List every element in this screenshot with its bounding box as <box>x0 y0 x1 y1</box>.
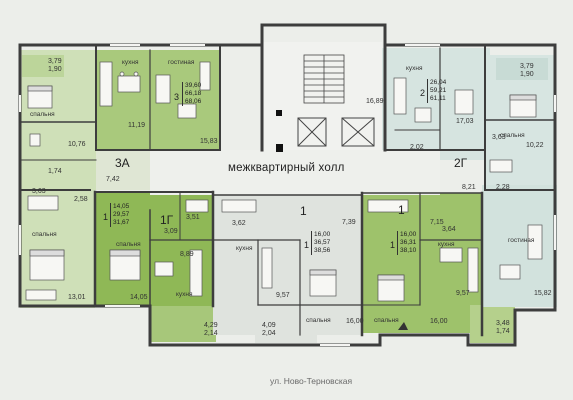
area-g1-balc-1: 3,48 <box>496 320 510 327</box>
area-a3a-hall: 7,42 <box>106 176 120 183</box>
room-kitchen-2g: кухня <box>406 65 423 72</box>
area-a2g-corr: 2,28 <box>496 184 510 191</box>
area-g1-hall: 7,15 <box>430 219 444 226</box>
room-living-2g: гостиная <box>508 237 535 244</box>
staircase <box>303 54 345 104</box>
room-bedroom-1g: спальня <box>116 241 141 248</box>
area-a2g-kitchen: 17,03 <box>456 118 474 125</box>
area-a3a-wc: 1,74 <box>48 168 62 175</box>
shaft-markers <box>276 110 283 152</box>
area-a2g-wc: 2,02 <box>410 144 424 151</box>
street-label: ул. Ново-Терновская <box>270 376 353 386</box>
apartment-1-green[interactable] <box>362 193 482 333</box>
hall-area <box>150 150 440 195</box>
area-a3a-corr: 2,58 <box>74 196 88 203</box>
area-a1g-bed: 14,05 <box>130 294 148 301</box>
furniture <box>25 61 543 302</box>
area-a2g-hall: 8,21 <box>462 184 476 191</box>
area-a1g-balc-2: 2,14 <box>204 330 218 337</box>
room-bedroom-3a-top: спальня <box>30 111 55 118</box>
area-g1-bed: 16,00 <box>430 318 448 325</box>
area-c1-bed: 16,00 <box>346 318 364 325</box>
entrance-arrows <box>398 322 408 330</box>
area-a2g-living: 15,82 <box>534 290 552 297</box>
area-a3a-balc-top-2: 1,90 <box>48 66 62 73</box>
area-a2g-balc-top-2: 1,90 <box>520 71 534 78</box>
area-g1-bath: 3,64 <box>442 226 456 233</box>
apt-2g-label: 2Г <box>454 156 468 170</box>
room-kitchen-1g: кухня <box>176 291 193 298</box>
room-kitchen-green: кухня <box>438 241 455 248</box>
apt-1g-label: 1Г <box>160 213 174 227</box>
windows <box>19 44 556 346</box>
area-stair-hall: 16,89 <box>366 98 384 105</box>
area-a1g-kitchen: 8,89 <box>180 251 194 258</box>
apt-3a-no: 3 <box>174 92 180 102</box>
area-a1g-balc-1: 4,29 <box>204 322 218 329</box>
room-bedroom-center: спальня <box>306 317 331 324</box>
balcony-center <box>255 305 317 343</box>
area-a3a-kitchen: 11,19 <box>128 122 145 129</box>
room-bedroom-3a-bottom: спальня <box>32 231 57 238</box>
hall-label: межквартирный холл <box>228 162 345 174</box>
apt-1g-no: 1 <box>103 212 109 222</box>
area-c1-balc-2: 2,04 <box>262 330 276 337</box>
room-bedroom-green: спальня <box>374 317 399 324</box>
area-c1-bath: 3,62 <box>232 220 246 227</box>
area-a3a-living: 15,83 <box>200 138 218 145</box>
area-a2g-bed: 10,22 <box>526 142 544 149</box>
balcony-1-green <box>470 305 515 343</box>
apt-3a-label: 3А <box>115 156 130 170</box>
area-a2g-balc-top-1: 3,79 <box>520 63 534 70</box>
room-bedroom-2g: спальня <box>500 132 525 139</box>
area-g1-kitchen: 9,57 <box>456 290 470 297</box>
area-c1-kitchen: 9,57 <box>276 292 290 299</box>
stair-core <box>262 42 382 150</box>
area-a3a-bath: 3,63 <box>32 188 46 195</box>
area-c1-hall: 7,39 <box>342 219 356 226</box>
apt-2g-no: 2 <box>420 88 426 98</box>
balcony-1g <box>150 306 216 342</box>
area-a3a-balc-top-1: 3,79 <box>48 58 62 65</box>
apt-1-center-label: 1 <box>300 204 307 218</box>
walls <box>18 23 557 347</box>
apt-1-center-no: 1 <box>304 240 310 250</box>
apt-1-green-no: 1 <box>390 240 396 250</box>
area-a3a-bed-top: 10,76 <box>68 141 86 148</box>
room-kitchen-3a: кухня <box>122 59 139 66</box>
apt-1-green-label: 1 <box>398 203 405 217</box>
area-a2g-bath: 3,63 <box>492 134 506 141</box>
area-g1-balc-2: 1,74 <box>496 328 510 335</box>
area-a1g-bath: 3,09 <box>164 228 178 235</box>
elevator-shafts <box>297 117 375 147</box>
room-kitchen-center: кухня <box>236 245 253 252</box>
area-a3a-bed-bottom: 13,01 <box>68 294 86 301</box>
room-living-3a: гостиная <box>168 59 195 66</box>
area-a1g-hall: 3,51 <box>186 214 200 221</box>
area-c1-balc-1: 4,09 <box>262 322 276 329</box>
